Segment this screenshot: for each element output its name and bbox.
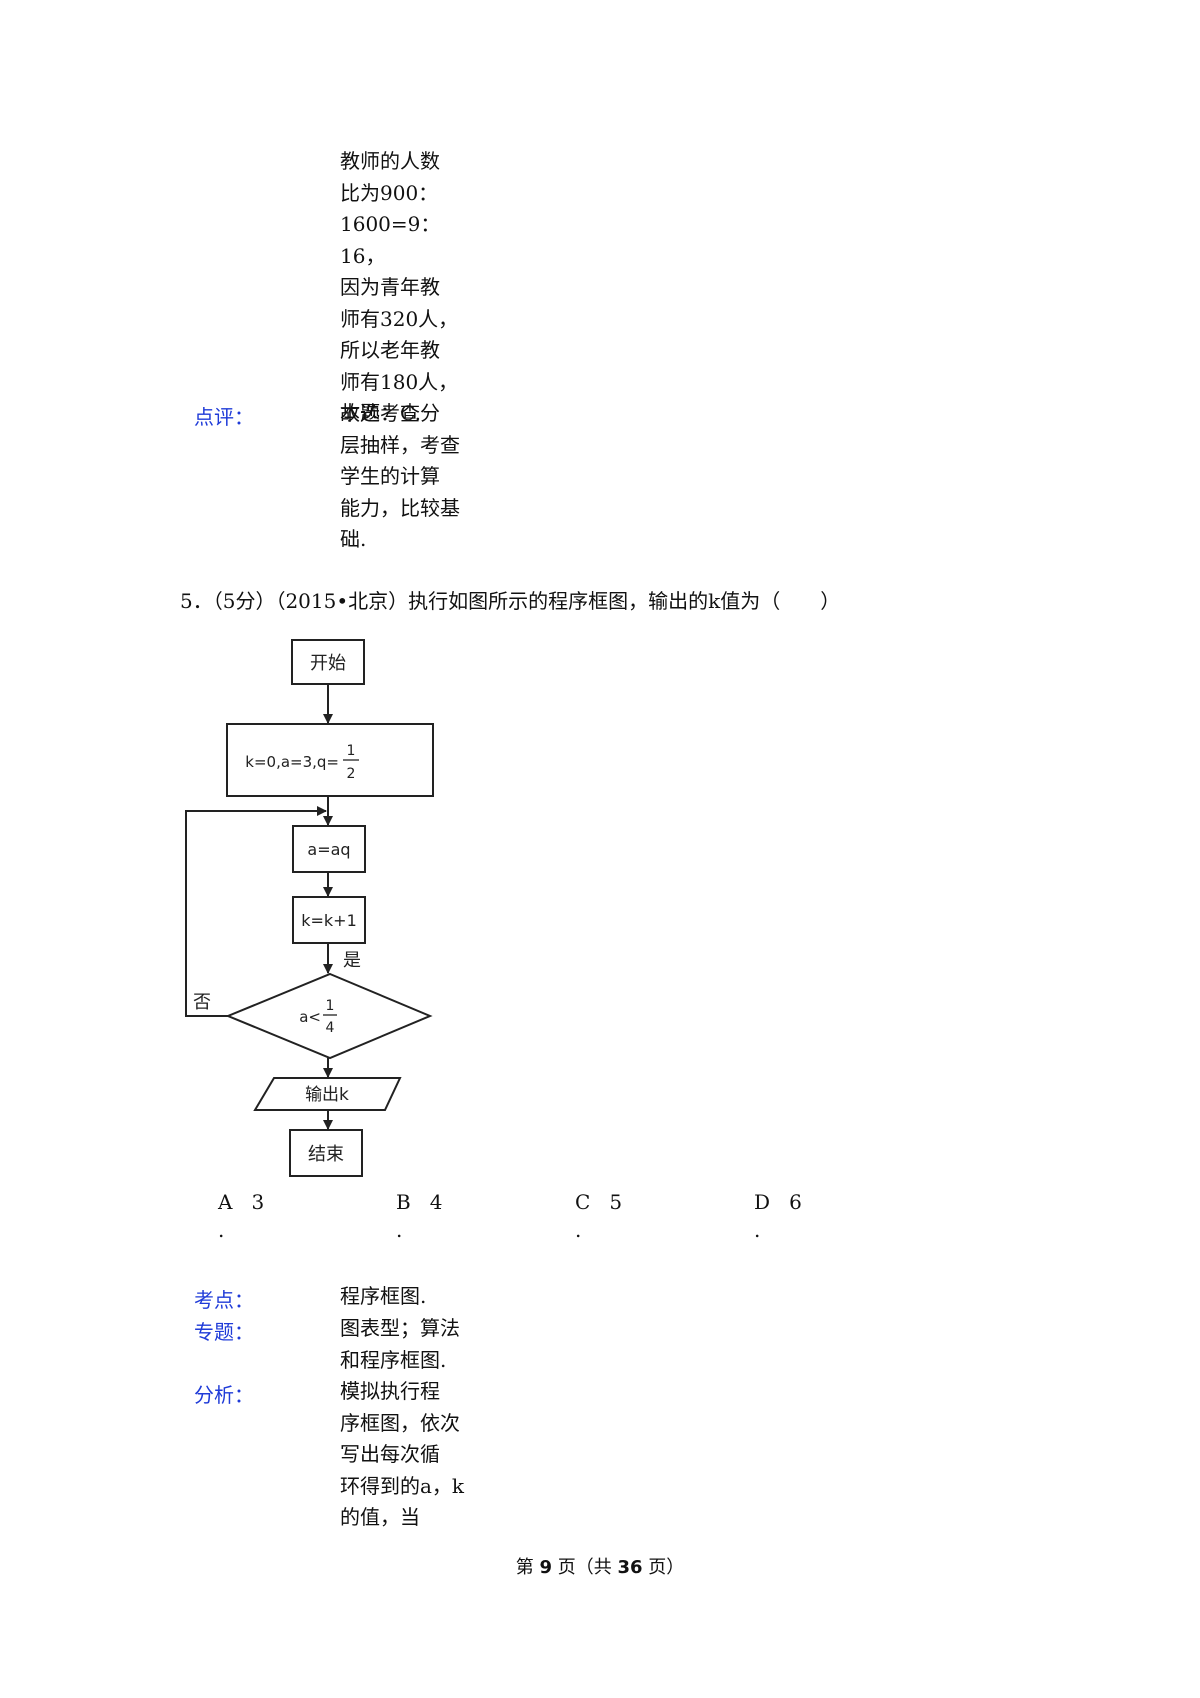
option-dot: . <box>575 1218 582 1242</box>
prev-analysis-text: 教师的人数 比为900： 1600=9：16， 因为青年教 师有320人， 所以… <box>340 146 480 430</box>
text-line: 础. <box>340 527 367 551</box>
flow-yes-label: 是 <box>343 950 361 971</box>
footer-suffix: 页） <box>648 1557 685 1578</box>
option-value: 6 <box>789 1190 802 1214</box>
fenxi-text: 模拟执行程 序框图，依次 写出每次循 环得到的a，k 的值，当 <box>340 1376 480 1534</box>
flow-init-frac-num: 1 <box>347 743 356 759</box>
text-line: 本题考查分 <box>340 401 440 425</box>
text-line: 模拟执行程 <box>340 1379 440 1403</box>
footer-middle: 页（共 <box>557 1557 612 1578</box>
text-line: 和程序框图. <box>340 1347 447 1372</box>
fenxi-label: 分析： <box>194 1383 254 1407</box>
text-line: 图表型；算法 <box>340 1316 460 1340</box>
option-a[interactable]: A 3 . <box>218 1190 264 1242</box>
flow-cond-frac-den: 4 <box>326 1020 335 1036</box>
text-line: 环得到的a，k <box>340 1473 465 1498</box>
text-line: 所以老年教 <box>340 338 440 362</box>
flow-step2-text: k=k+1 <box>301 911 357 930</box>
flow-loop-line <box>185 806 327 1017</box>
kaodian-label: 考点： <box>194 1288 254 1312</box>
text-line: 写出每次循 <box>340 1442 440 1466</box>
text-line: 比为900： <box>340 180 439 205</box>
flow-init-frac-den: 2 <box>347 766 356 782</box>
text-line: 序框图，依次 <box>340 1410 460 1435</box>
zhuanti-text: 图表型；算法 和程序框图. <box>340 1313 480 1376</box>
footer-total-pages: 36 <box>617 1557 643 1578</box>
comment-text: 本题考查分 层抽样，考查 学生的计算 能力，比较基 础. <box>340 398 480 556</box>
option-c[interactable]: C 5 . <box>575 1190 622 1242</box>
option-letter: D <box>754 1190 771 1214</box>
text-line: 故选：C. <box>340 401 421 425</box>
option-letter: B <box>396 1190 411 1214</box>
flow-decision-diamond <box>225 972 433 1060</box>
option-letter: A <box>218 1190 233 1214</box>
flow-output-text: 输出k <box>305 1085 349 1105</box>
option-letter: C <box>575 1190 591 1214</box>
flow-step1-text: a=aq <box>307 840 350 859</box>
footer-prefix: 第 <box>515 1557 534 1578</box>
text-line: 师有180人， <box>340 369 459 394</box>
question-stem: 5．（5分）（2015•北京）执行如图所示的程序框图，输出的k值为（ ） <box>180 589 841 613</box>
flow-init-box <box>226 723 434 797</box>
flow-output-box <box>253 1077 402 1111</box>
flow-init-text: k=0,a=3,q= <box>245 753 339 771</box>
option-dot: . <box>396 1218 403 1242</box>
flow-cond-text: a< <box>299 1008 321 1026</box>
option-dot: . <box>218 1218 225 1242</box>
text-line: 能力，比较基 <box>340 495 460 520</box>
kaodian-text: 程序框图. <box>340 1281 480 1313</box>
option-value: 4 <box>429 1190 443 1214</box>
flow-end-text: 结束 <box>308 1144 344 1165</box>
zhuanti-label: 专题： <box>194 1320 254 1344</box>
page-footer: 第 9 页（共 36 页） <box>0 1553 1200 1579</box>
flow-no-label: 否 <box>193 992 211 1013</box>
option-dot: . <box>754 1218 761 1242</box>
text-line: 教师的人数 <box>340 149 440 173</box>
text-line: 学生的计算 <box>340 464 440 488</box>
comment-label: 点评： <box>194 405 254 429</box>
text-line: 的值，当 <box>340 1505 420 1529</box>
option-value: 3 <box>251 1190 265 1214</box>
flow-end-box <box>289 1129 363 1177</box>
flow-start-text: 开始 <box>310 653 346 674</box>
option-value: 5 <box>609 1190 623 1214</box>
flow-cond-frac-num: 1 <box>326 998 335 1014</box>
text-line: 程序框图. <box>340 1284 427 1308</box>
text-line: 因为青年教 <box>340 275 440 299</box>
option-b[interactable]: B 4 . <box>396 1190 443 1242</box>
text-line: 师有320人， <box>340 306 459 331</box>
option-d[interactable]: D 6 . <box>754 1190 802 1242</box>
text-line: 1600=9：16， <box>340 212 441 268</box>
footer-page-number: 9 <box>539 1557 552 1578</box>
text-line: 层抽样，考查 <box>340 432 460 457</box>
